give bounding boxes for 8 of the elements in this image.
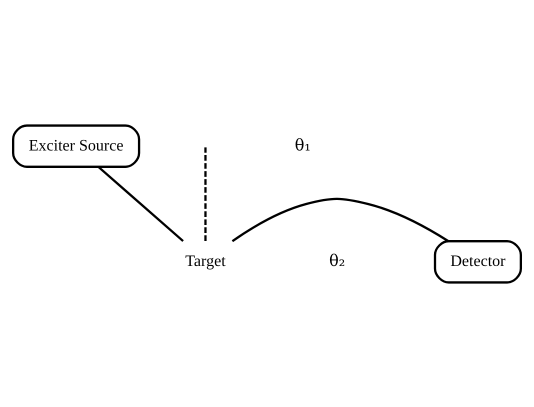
node-box: Exciter Source: [12, 124, 140, 168]
node-text: Target: [185, 252, 226, 270]
connector: [98, 165, 184, 242]
label: θ₁: [294, 134, 311, 154]
connector: [204, 146, 207, 240]
label: θ₂: [329, 250, 346, 270]
connector: [232, 197, 449, 242]
node-box: Detector: [434, 240, 522, 284]
